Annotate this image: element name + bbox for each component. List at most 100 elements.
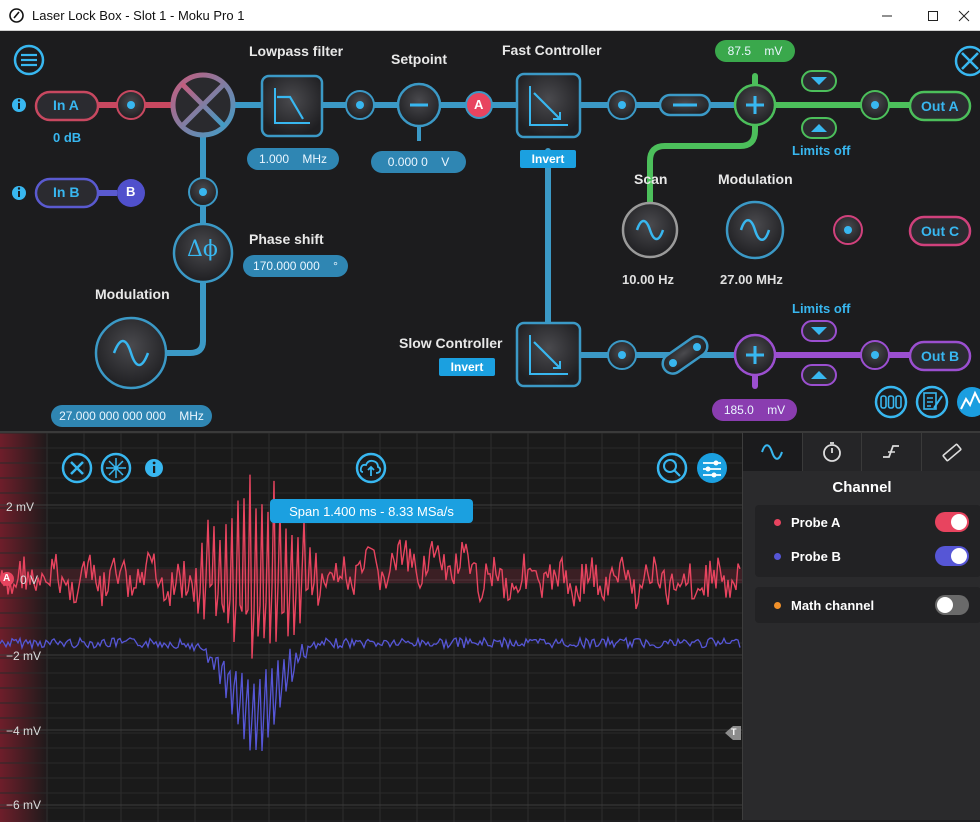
sum-b[interactable] [733,333,777,377]
oscilloscope-display[interactable]: 2 mV 0 V −2 mV −4 mV −6 mV A T Span 1.40… [0,431,742,822]
autoscale-icon[interactable] [100,452,132,484]
phase-shift-knob[interactable] [172,222,234,284]
invert-slow-button[interactable]: Invert [439,358,495,376]
phase-shift-value: 170.000 000 [253,259,320,273]
settings-sliders-icon[interactable] [697,453,727,483]
modulation-source-left[interactable] [94,316,168,390]
y-tick-label: 2 mV [6,500,35,514]
close-trace-icon[interactable] [61,452,93,484]
probe-a-trace [0,474,741,659]
probe-point[interactable] [188,177,218,207]
lowpass-filter-label: Lowpass filter [249,43,344,59]
phase-shift-unit: ° [333,259,338,273]
maximize-button[interactable] [910,0,956,31]
limit-up-a[interactable] [801,70,837,92]
trigger-marker[interactable] [725,726,741,740]
scope-grid [0,433,742,822]
probe-b-badge-label: B [126,184,136,199]
probe-point[interactable] [833,215,863,245]
out-c-button[interactable] [908,215,972,247]
slow-output-switch[interactable] [659,332,711,377]
scan-source[interactable] [621,201,679,259]
probe-a-marker[interactable] [0,572,14,586]
invert-fast-button[interactable]: Invert [520,150,576,168]
info-icon-in-a[interactable] [12,98,26,112]
offset-b-value: 185.0 [723,403,754,417]
modulation-frequency-field[interactable]: 27.000 000 000 000 MHz [51,405,212,427]
fast-output-switch[interactable] [658,93,712,117]
limit-down-a[interactable] [801,117,837,139]
info-icon-scope[interactable] [145,459,163,477]
lowpass-frequency-unit: MHz [302,152,328,166]
tab-channel[interactable] [743,433,803,471]
slow-controller-block[interactable] [515,321,582,388]
lowpass-filter-block[interactable] [260,74,324,138]
setpoint-field[interactable]: 0.000 0 V [371,151,466,173]
in-a-button[interactable] [34,90,100,122]
probe-point[interactable] [607,90,637,120]
lowpass-frequency-field[interactable]: 1.000 MHz [247,148,339,170]
limit-up-b[interactable] [801,320,837,342]
limits-a-status[interactable]: Limits off [792,143,851,158]
probe-point[interactable] [116,90,146,120]
mixer[interactable] [170,72,236,138]
span-indicator[interactable]: Span 1.400 ms - 8.33 MSa/s [270,499,473,523]
menu-icon[interactable] [13,44,45,76]
fast-controller-block[interactable] [515,72,582,139]
probe-point[interactable] [860,340,890,370]
setpoint-label: Setpoint [391,51,447,67]
math-channel-toggle[interactable] [935,595,969,615]
limits-b-status[interactable]: Limits off [792,301,851,316]
math-channel-name: Math channel [791,597,875,613]
out-b-button[interactable] [908,340,972,372]
modulation-source-right[interactable] [725,200,785,260]
offset-a-value: 87.5 [727,44,751,58]
probe-point[interactable] [607,340,637,370]
tools-icon[interactable] [954,45,980,77]
tab-timebase[interactable] [802,433,863,471]
probe-a-marker-label: A [3,573,11,584]
block-diagram: Lowpass filter Setpoint Fast Controller … [0,31,980,431]
trigger-edge-icon [883,445,900,458]
zoom-icon[interactable] [656,452,688,484]
window-title: Laser Lock Box - Slot 1 - Moku Pro 1 [32,8,245,23]
tab-measure[interactable] [921,433,980,471]
scan-frequency[interactable]: 10.00 Hz [622,272,675,287]
info-icon-in-b[interactable] [12,186,26,200]
setpoint-subtractor[interactable] [396,82,442,141]
probe-a-toggle[interactable] [935,512,969,532]
out-a-button[interactable] [908,90,972,122]
stopwatch-icon [822,442,841,462]
close-window-button[interactable] [948,0,980,31]
modulation-frequency-value: 27.000 000 000 000 [59,409,166,423]
probe-point[interactable] [860,90,890,120]
out-c-label: Out C [921,223,960,239]
sum-a[interactable] [733,83,777,127]
in-a-gain[interactable]: 0 dB [53,130,82,145]
minimize-button[interactable] [864,0,910,31]
y-tick-label: −2 mV [6,649,42,663]
channel-row-probe-a: Probe A [757,505,977,539]
offset-a-field[interactable]: 87.5 mV [715,40,795,62]
offset-b-field[interactable]: 185.0 mV [712,399,797,421]
scope-icon[interactable] [957,387,980,417]
probe-point[interactable] [345,90,375,120]
probe-b-toggle[interactable] [935,546,969,566]
phase-shift-label: Phase shift [249,231,324,247]
sine-wave-icon [761,444,784,460]
panel-tabs [743,433,980,471]
limit-down-b[interactable] [801,364,837,386]
probe-b-trace [0,635,741,752]
notes-icon[interactable] [915,385,949,419]
in-b-label: In B [53,184,80,200]
offset-b-unit: mV [767,403,786,417]
ruler-icon [942,443,962,462]
digital-io-icon[interactable] [874,385,908,419]
tab-trigger[interactable] [862,433,922,471]
out-a-label: Out A [921,98,959,114]
phase-shift-field[interactable]: 170.000 000 ° [243,255,348,277]
cloud-upload-icon[interactable] [355,452,387,484]
modulation-out-frequency[interactable]: 27.00 MHz [720,272,783,287]
setpoint-unit: V [441,155,450,169]
slow-controller-label: Slow Controller [399,335,503,351]
